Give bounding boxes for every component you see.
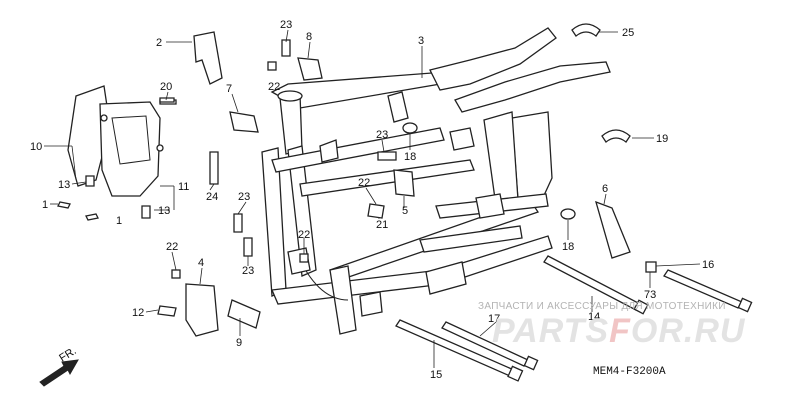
callout-22: 22 (268, 81, 280, 93)
callout-22: 22 (298, 229, 310, 241)
watermark-logo: PARTSFOR.RU (492, 312, 745, 351)
callout-20: 20 (160, 81, 172, 93)
callout-24: 24 (206, 191, 218, 203)
callout-3: 3 (418, 35, 424, 47)
small-hardware (57, 23, 631, 337)
callout-6: 6 (602, 183, 608, 195)
callout-23: 23 (242, 265, 254, 277)
callout-22: 22 (166, 241, 178, 253)
callout-13: 13 (158, 205, 170, 217)
leader-lines (44, 29, 701, 368)
callout-1: 1 (116, 215, 122, 227)
callout-15: 15 (430, 369, 442, 381)
callout-1: 1 (42, 199, 48, 211)
callout-5: 5 (402, 205, 408, 217)
callout-4: 4 (198, 257, 204, 269)
callout-11: 11 (178, 181, 189, 193)
diagram-code: MEM4-F3200A (593, 366, 666, 378)
long-bolts (395, 255, 753, 382)
callout-18: 18 (404, 151, 416, 163)
callout-22: 22 (358, 177, 370, 189)
callout-7: 7 (226, 83, 232, 95)
callout-21: 21 (376, 219, 388, 231)
watermark-logo-mark: F (609, 312, 631, 350)
callout-25: 25 (622, 27, 634, 39)
callout-17: 17 (488, 313, 500, 325)
callout-labels: 2 3 23 8 22 25 20 7 10 13 11 1 1 13 24 2… (30, 19, 714, 381)
callout-18: 18 (562, 241, 574, 253)
watermark-tagline: ЗАПЧАСТИ И АКСЕССУАРЫ ДЛЯ МОТОТЕХНИКИ (478, 301, 726, 312)
callout-23: 23 (280, 19, 292, 31)
callout-16: 16 (702, 259, 714, 271)
front-direction-arrow: FR. (39, 345, 79, 387)
callout-73: 73 (644, 289, 656, 301)
callout-13: 13 (58, 179, 70, 191)
frame-body (261, 27, 611, 335)
callout-23: 23 (376, 129, 388, 141)
callout-19: 19 (656, 133, 668, 145)
callout-14: 14 (588, 311, 600, 323)
watermark-logo-left: PARTS (492, 312, 610, 350)
callout-12: 12 (132, 307, 144, 319)
callout-2: 2 (156, 37, 162, 49)
callout-10: 10 (30, 141, 42, 153)
callout-9: 9 (236, 337, 242, 349)
side-cover-assembly (67, 31, 223, 197)
watermark-logo-right: OR.RU (630, 312, 746, 350)
callout-23: 23 (238, 191, 250, 203)
callout-8: 8 (306, 31, 312, 43)
